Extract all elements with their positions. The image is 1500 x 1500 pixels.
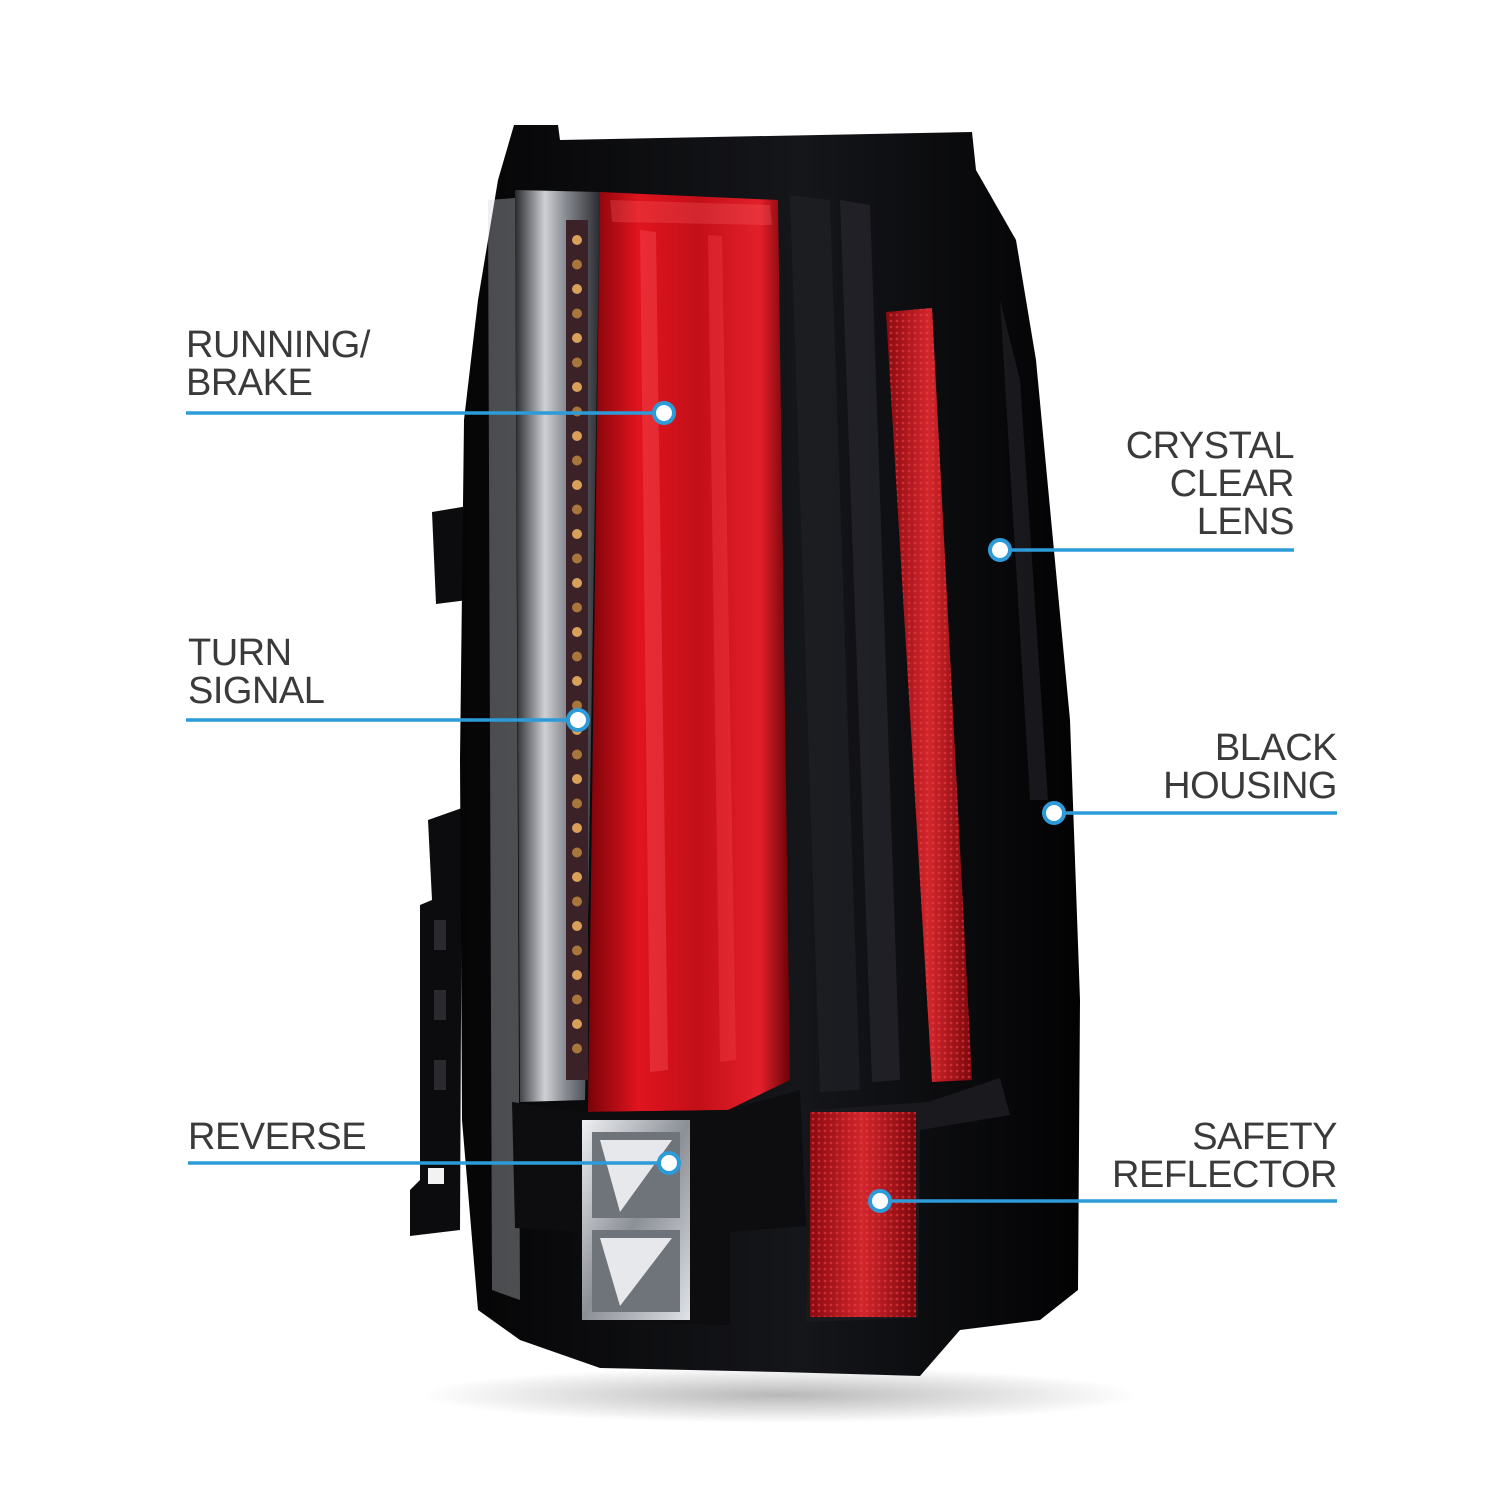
turn-signal-led xyxy=(572,1019,582,1029)
turn-signal-led xyxy=(572,970,582,980)
turn-signal-led xyxy=(572,333,582,343)
label-reverse-line1: REVERSE xyxy=(188,1116,367,1158)
label-running-brake-line2: BRAKE xyxy=(186,362,313,404)
turn-signal-led xyxy=(572,455,582,466)
turn-signal-led xyxy=(572,578,582,588)
turn-signal-led xyxy=(572,921,582,931)
turn-signal-led xyxy=(572,651,582,662)
turn-signal-led xyxy=(572,798,582,809)
label-safety-reflector: SAFETY REFLECTOR xyxy=(1112,1118,1337,1194)
turn-signal-led xyxy=(572,1043,582,1054)
label-reverse: REVERSE xyxy=(188,1116,367,1158)
turn-signal-led xyxy=(572,627,582,637)
floor-shadow xyxy=(420,1367,1140,1423)
turn-signal-led xyxy=(572,382,582,392)
turn-signal-led xyxy=(572,308,582,319)
running-brake-lens xyxy=(588,192,790,1112)
turn-signal-led xyxy=(572,235,582,245)
turn-signal-led xyxy=(572,872,582,882)
turn-signal-led xyxy=(572,749,582,760)
label-turn-signal-line2: SIGNAL xyxy=(188,670,325,712)
label-black-housing-line1: BLACK xyxy=(1214,727,1338,769)
turn-signal-led xyxy=(572,431,582,441)
label-running-brake: RUNNING/ BRAKE xyxy=(186,326,370,402)
running-brake-marker xyxy=(652,401,676,425)
label-black-housing: BLACK HOUSING xyxy=(1163,729,1337,805)
turn-signal-led xyxy=(572,774,582,784)
turn-signal-leds xyxy=(566,220,588,1080)
mounting-tabs xyxy=(410,506,468,1236)
reverse-marker xyxy=(657,1151,681,1175)
turn-signal-led xyxy=(572,994,582,1005)
turn-signal-led xyxy=(572,259,582,270)
black-housing-marker xyxy=(1042,801,1066,825)
turn-signal-led xyxy=(572,553,582,564)
turn-signal-led xyxy=(572,676,582,686)
turn-signal-led xyxy=(572,896,582,907)
crystal-clear-marker xyxy=(988,538,1012,562)
label-crystal-clear-line3: LENS xyxy=(1196,501,1295,543)
label-crystal-clear-line2: CLEAR xyxy=(1169,463,1295,505)
label-black-housing-line2: HOUSING xyxy=(1163,765,1337,807)
label-crystal-clear-lens: CRYSTAL CLEAR LENS xyxy=(1125,425,1295,543)
label-safety-reflector-line1: SAFETY xyxy=(1192,1116,1337,1158)
turn-signal-led xyxy=(572,357,582,368)
turn-signal-led xyxy=(572,602,582,613)
label-turn-signal-line1: TURN xyxy=(188,632,292,674)
turn-signal-led xyxy=(572,847,582,858)
label-turn-signal: TURN SIGNAL xyxy=(188,632,325,712)
label-crystal-clear-line1: CRYSTAL xyxy=(1125,425,1295,467)
turn-signal-led xyxy=(572,700,582,711)
turn-signal-led xyxy=(572,529,582,539)
callout-lines xyxy=(186,401,1337,1213)
safety-reflector-marker xyxy=(868,1189,892,1213)
turn-signal-led xyxy=(572,480,582,490)
turn-signal-led xyxy=(572,823,582,833)
turn-signal-led xyxy=(572,504,582,515)
turn-signal-led xyxy=(572,945,582,956)
label-safety-reflector-line2: REFLECTOR xyxy=(1112,1154,1337,1196)
turn-signal-marker xyxy=(566,708,590,732)
turn-signal-led xyxy=(572,284,582,294)
label-running-brake-line1: RUNNING/ xyxy=(186,324,370,366)
